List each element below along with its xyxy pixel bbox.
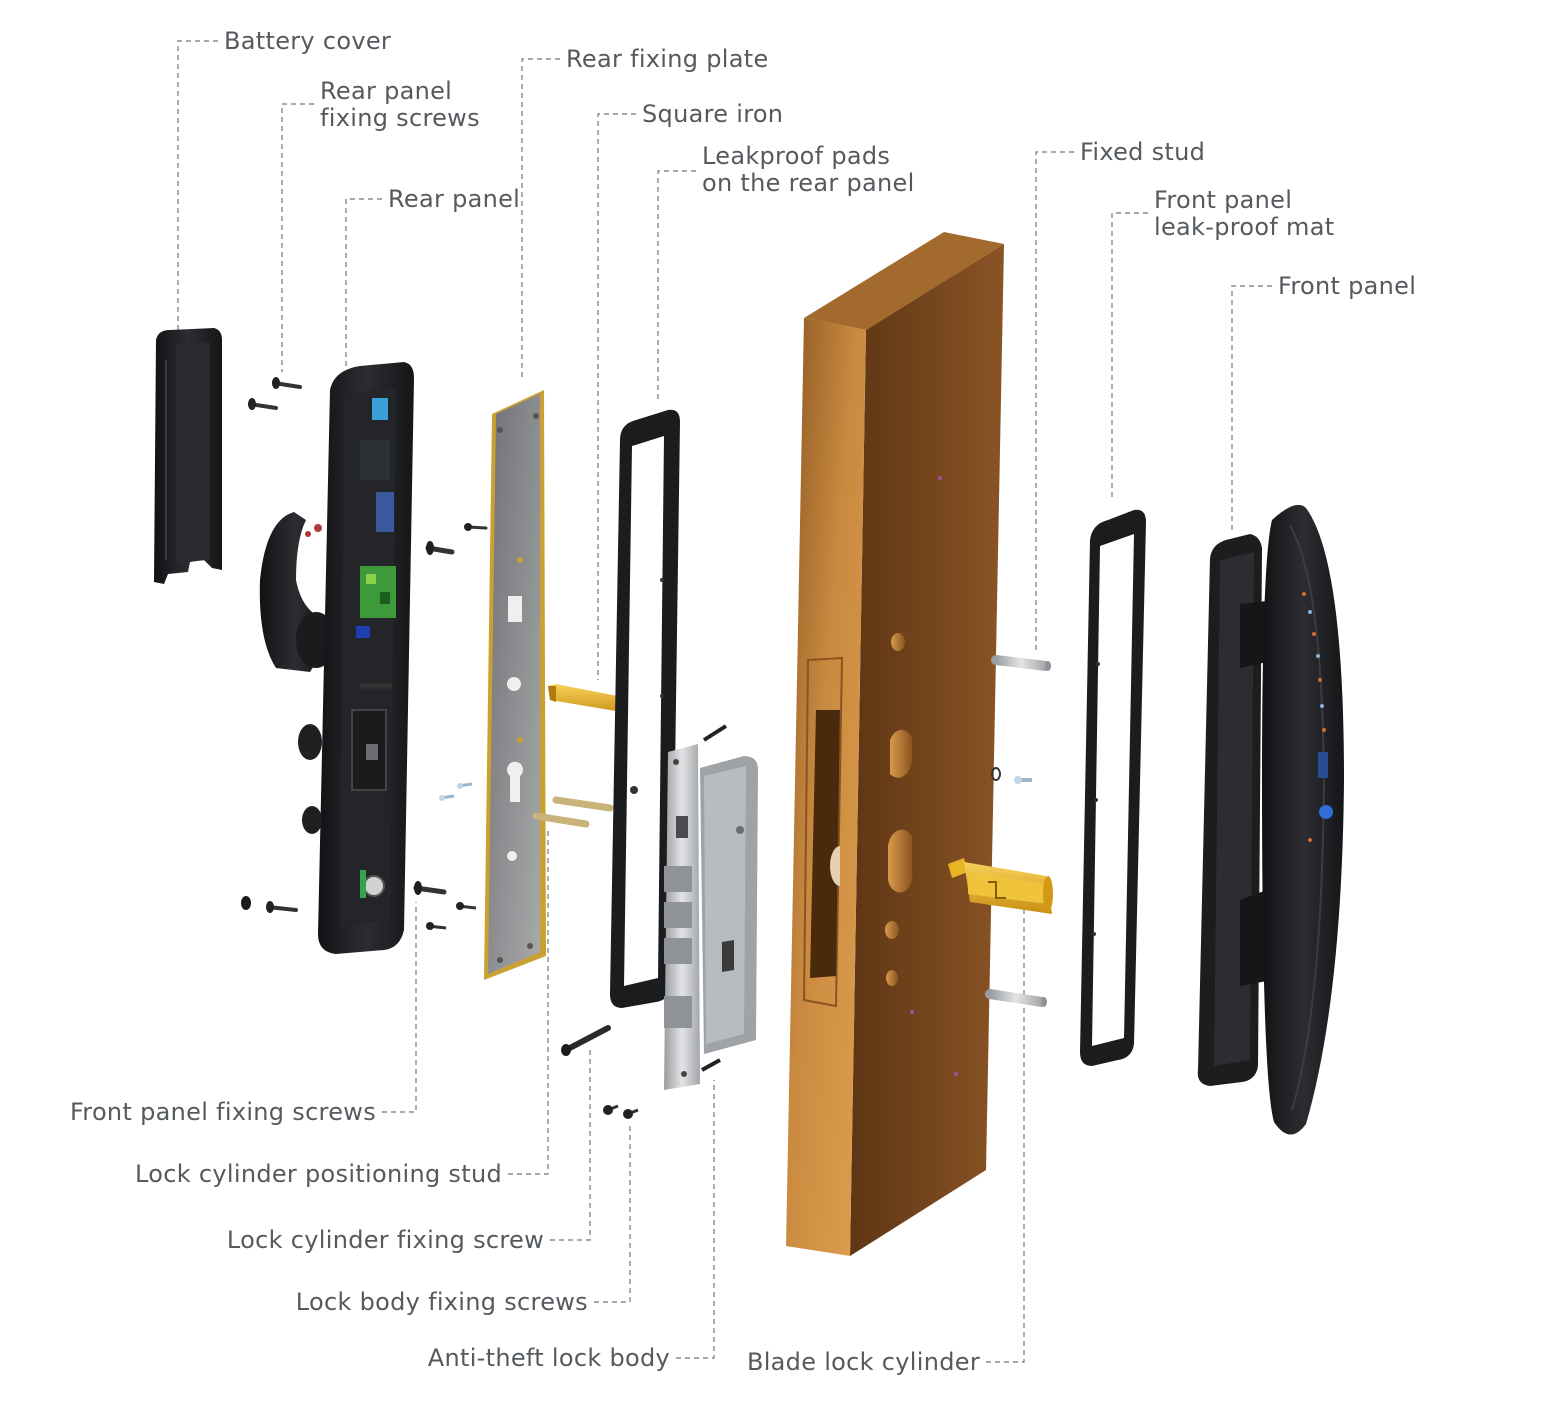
leader-leakproof-pads bbox=[657, 170, 696, 400]
label-front-panel-mat-line1: Front panel bbox=[1154, 186, 1292, 214]
lock-cylinder-positioning-stud-part bbox=[532, 796, 614, 828]
labels: Battery cover Rear panel fixing screws R… bbox=[70, 27, 1416, 1376]
lock-cylinder-fixing-screw-part bbox=[561, 1025, 611, 1056]
leader-rear-fixing-plate bbox=[521, 58, 560, 380]
leader-lock-body-fixing-screws bbox=[594, 1125, 631, 1303]
rear-fixing-plate-part bbox=[484, 390, 546, 980]
rear-panel-part bbox=[259, 362, 414, 954]
front-panel-screws-part bbox=[413, 523, 488, 930]
leader-lock-cylinder-fixing-screw bbox=[550, 1050, 591, 1241]
leader-anti-theft-lock-body bbox=[676, 1080, 715, 1359]
label-square-iron: Square iron bbox=[642, 100, 783, 128]
label-front-panel-mat-line2: leak-proof mat bbox=[1154, 213, 1334, 241]
label-lock-cylinder-positioning-stud: Lock cylinder positioning stud bbox=[135, 1160, 502, 1188]
blade-lock-cylinder-part bbox=[948, 858, 1053, 914]
label-blade-lock-cylinder: Blade lock cylinder bbox=[747, 1348, 980, 1376]
label-rear-panel-fixing-screws-line1: Rear panel bbox=[320, 77, 452, 105]
leader-battery-cover bbox=[177, 40, 218, 330]
label-front-panel: Front panel bbox=[1278, 272, 1416, 300]
door-part bbox=[786, 232, 1004, 1256]
label-front-panel-fixing-screws: Front panel fixing screws bbox=[70, 1098, 376, 1126]
label-rear-panel: Rear panel bbox=[388, 185, 520, 213]
label-fixed-stud: Fixed stud bbox=[1080, 138, 1205, 166]
label-rear-panel-fixing-screws-line2: fixing screws bbox=[320, 104, 480, 132]
leader-front-panel-fixing-screws bbox=[382, 902, 417, 1113]
front-panel-part bbox=[1197, 504, 1344, 1135]
front-leakproof-mat-part bbox=[1080, 509, 1146, 1066]
fixed-stud-part bbox=[985, 655, 1051, 1007]
leader-lock-cylinder-positioning-stud bbox=[508, 830, 549, 1175]
leader-front-panel-mat bbox=[1111, 212, 1148, 500]
rear-panel-screws-part bbox=[241, 377, 302, 913]
rear-leakproof-pad-part bbox=[610, 409, 680, 1008]
label-anti-theft-lock-body: Anti-theft lock body bbox=[428, 1344, 670, 1372]
lock-body-fixing-screws-part bbox=[603, 1104, 639, 1119]
label-lock-cylinder-fixing-screw: Lock cylinder fixing screw bbox=[227, 1226, 544, 1254]
leader-front-panel bbox=[1231, 285, 1272, 530]
leader-square-iron bbox=[597, 113, 636, 680]
leader-blade-lock-cylinder bbox=[986, 910, 1025, 1363]
label-leakproof-pads-line2: on the rear panel bbox=[702, 169, 915, 197]
label-rear-fixing-plate: Rear fixing plate bbox=[566, 45, 769, 73]
battery-cover-part bbox=[154, 328, 222, 584]
leader-fixed-stud bbox=[1035, 151, 1074, 650]
leader-lines bbox=[177, 40, 1272, 1363]
label-leakproof-pads-line1: Leakproof pads bbox=[702, 142, 890, 170]
anti-theft-lock-body-part bbox=[664, 724, 758, 1090]
label-battery-cover: Battery cover bbox=[224, 27, 391, 55]
label-lock-body-fixing-screws: Lock body fixing screws bbox=[296, 1288, 588, 1316]
leader-rear-panel bbox=[345, 198, 382, 372]
leader-rear-panel-fixing-screws bbox=[281, 103, 314, 372]
